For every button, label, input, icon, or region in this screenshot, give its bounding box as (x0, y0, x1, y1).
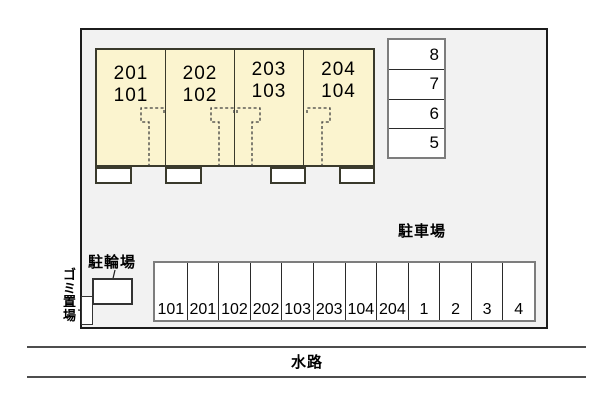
bicycle-parking-area (92, 278, 133, 305)
parking-stall-7: 7 (389, 69, 444, 99)
waterway-line-top (27, 346, 586, 348)
unit-lower-number: 104 (321, 81, 356, 102)
parking-stall: 101 (155, 263, 187, 320)
building-unit-4: 204 104 (304, 50, 373, 165)
unit-upper-number: 202 (182, 63, 218, 84)
parking-lot-label: 駐車場 (398, 223, 447, 240)
entry-porch-2 (165, 167, 202, 184)
waterway-line-bottom (27, 376, 586, 378)
parking-stall: 103 (281, 263, 313, 320)
parking-stall: 203 (312, 263, 345, 320)
entry-porch-3 (270, 167, 306, 184)
apartment-building: 201 101 202 102 203 103 204 104 (95, 48, 375, 167)
unit-upper-number: 201 (113, 63, 149, 84)
waterway-label: 水路 (290, 354, 323, 371)
garbage-area (81, 296, 93, 325)
bottom-parking-row: 101 201 102 202 103 203 104 204 1 2 3 4 (153, 261, 536, 322)
parking-stall: 104 (344, 263, 377, 320)
unit-upper-number: 204 (321, 59, 356, 80)
garbage-area-label: ゴ ミ 置 場 (61, 268, 78, 322)
parking-stall-5: 5 (389, 127, 444, 157)
unit-upper-number: 203 (251, 59, 287, 80)
unit-lower-number: 101 (113, 85, 149, 106)
garbage-label-char: 置 (62, 294, 76, 309)
parking-stall-6: 6 (389, 98, 444, 128)
building-unit-3: 203 103 (235, 50, 304, 165)
garbage-label-char: 場 (62, 307, 76, 323)
entry-porch-1 (95, 167, 132, 184)
parking-stall: 3 (470, 263, 503, 320)
parking-stall: 201 (186, 263, 219, 320)
parking-stall: 204 (376, 263, 408, 320)
garbage-label-char: ゴ (62, 267, 76, 282)
parking-stall-8: 8 (389, 40, 444, 70)
side-parking-column: 8 7 6 5 (387, 38, 446, 159)
parking-stall: 4 (502, 263, 534, 320)
parking-stall: 2 (439, 263, 471, 320)
parking-stall: 1 (407, 263, 440, 320)
building-unit-2: 202 102 (166, 50, 235, 165)
unit-lower-number: 103 (251, 81, 287, 102)
bicycle-parking-label: 駐輪場 (88, 254, 137, 271)
parking-stall: 102 (218, 263, 250, 320)
entry-porch-4 (339, 167, 375, 184)
parking-stall: 202 (249, 263, 282, 320)
garbage-label-char: ミ (62, 280, 76, 296)
unit-lower-number: 102 (182, 85, 218, 106)
building-unit-1: 201 101 (97, 50, 166, 165)
